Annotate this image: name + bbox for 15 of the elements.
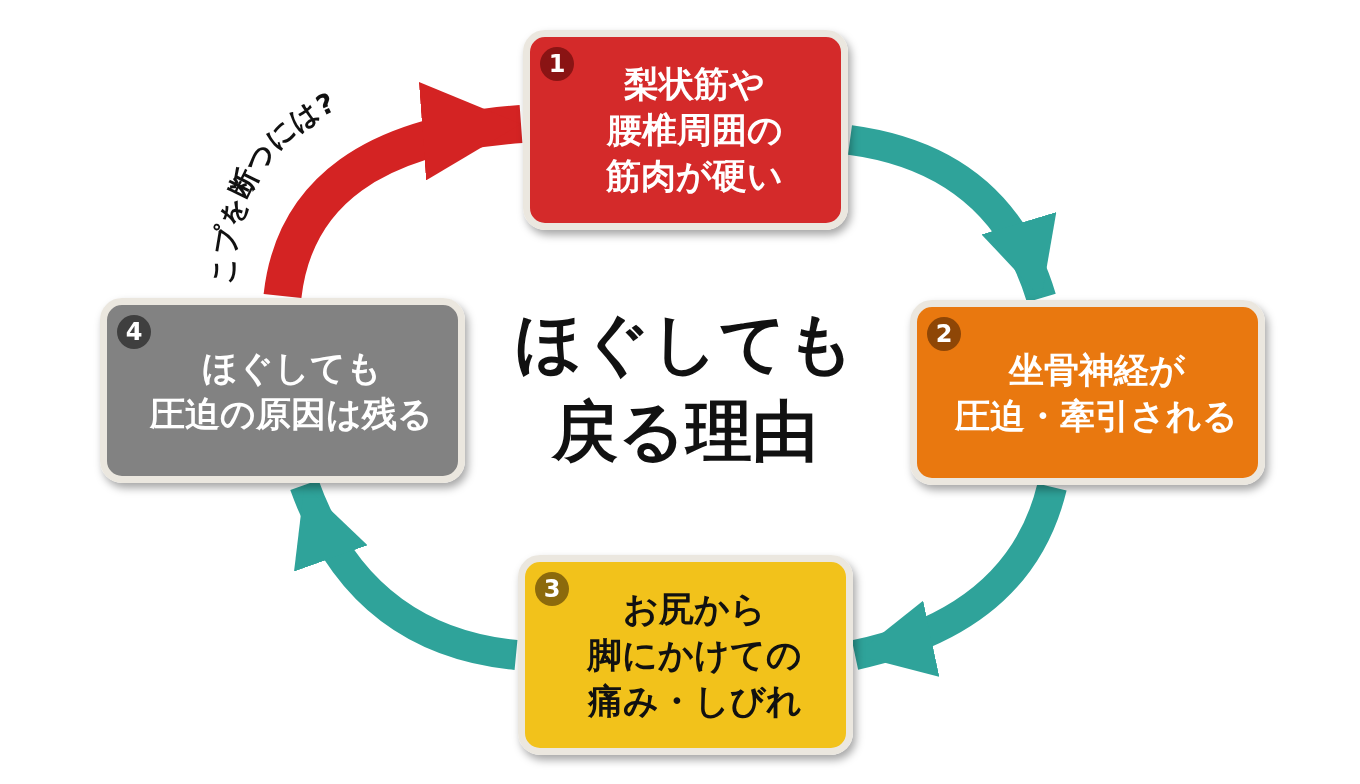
step-text: 梨状筋や腰椎周囲の筋肉が硬い (605, 63, 783, 198)
step-box (523, 30, 848, 230)
step-number-badge: 2 (927, 317, 961, 351)
step-number-badge: 4 (117, 315, 151, 349)
edge-label: こプを断つには? (205, 86, 340, 286)
step-text: ほぐしても圧迫の原因は残る (149, 346, 433, 436)
step-box (518, 555, 853, 755)
step-text: 坐骨神経が圧迫・牽引される (954, 348, 1238, 438)
step-box (100, 298, 465, 483)
step-text: お尻から脚にかけての痛み・しびれ (585, 588, 802, 723)
step-number-badge: 3 (535, 572, 569, 606)
title: ほぐしても戻る理由 (514, 304, 856, 472)
step-box (910, 300, 1265, 485)
step-number-badge: 1 (540, 47, 574, 81)
arrow (263, 84, 523, 300)
